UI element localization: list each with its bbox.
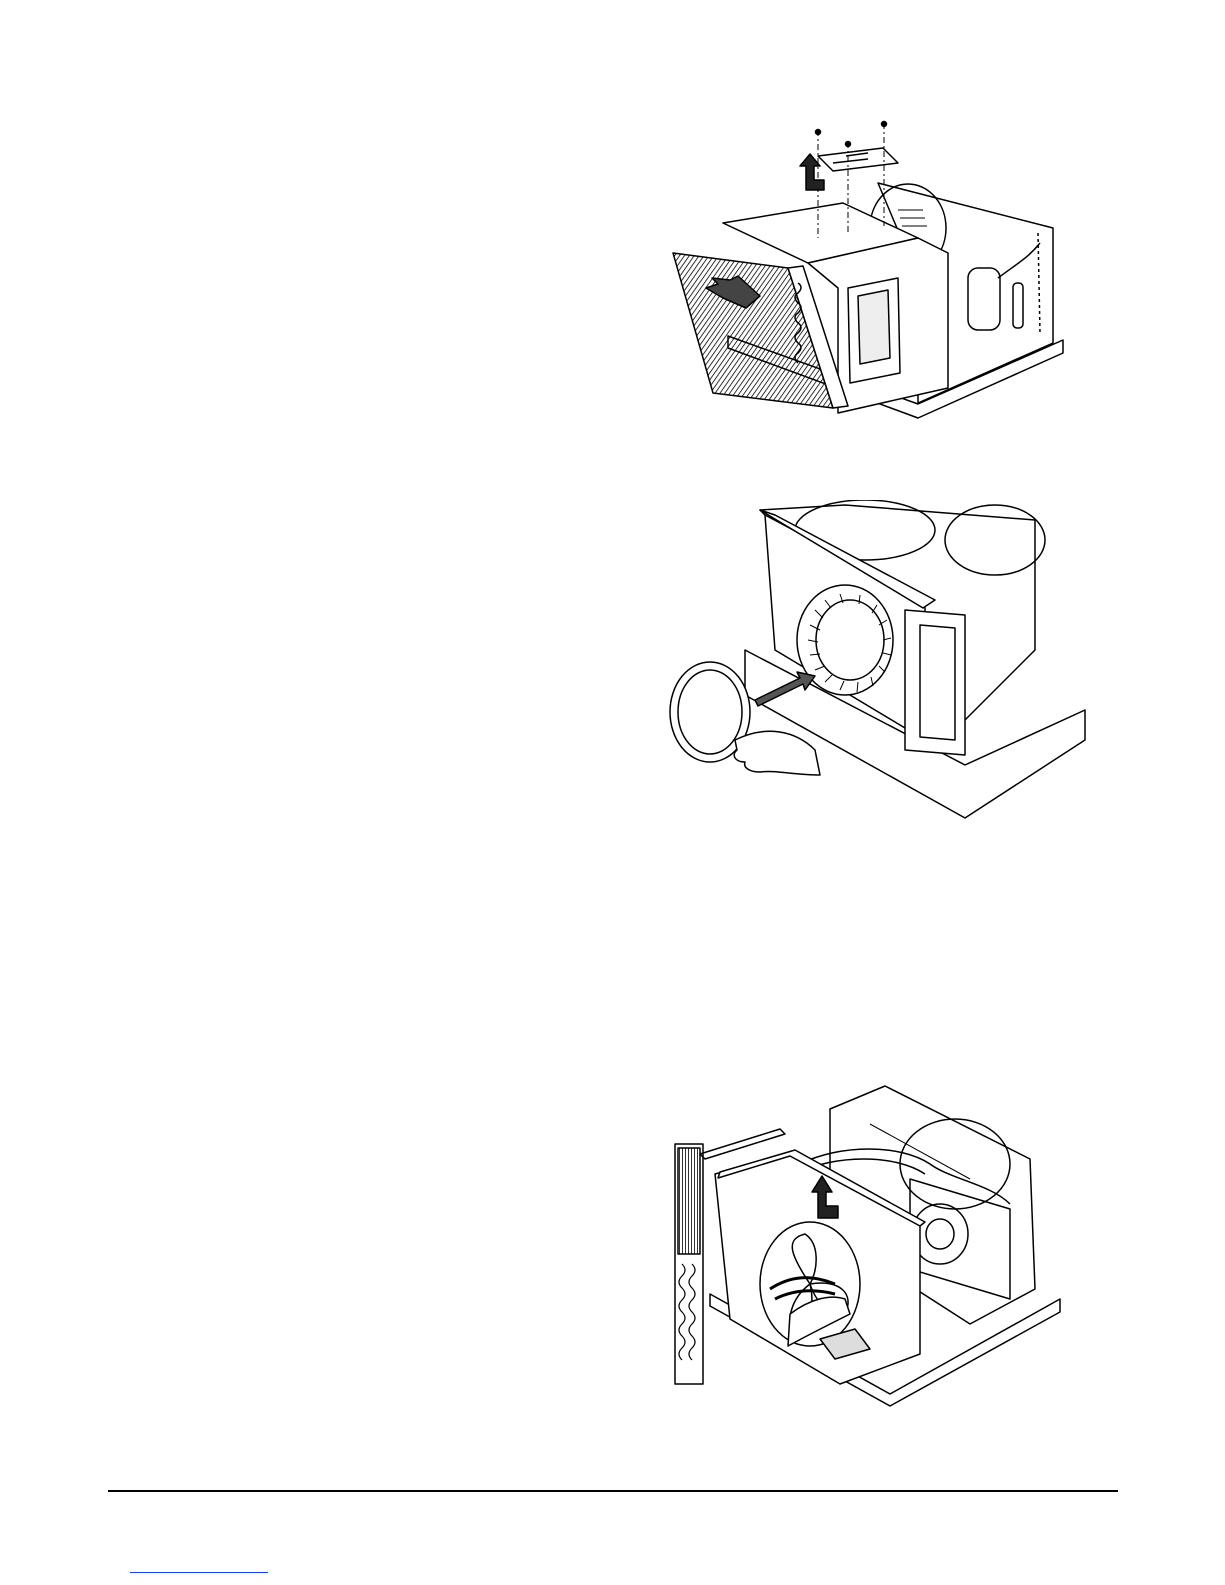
figure-condenser-shroud-removal: [670, 1084, 1070, 1414]
condenser-shroud-drawing: [670, 1084, 1070, 1414]
figure-evaporator-removal: [668, 118, 1068, 430]
footer-link-underline[interactable]: [130, 1572, 268, 1573]
blower-removal-drawing: [665, 500, 1115, 822]
figure-blower-removal: [665, 500, 1115, 822]
footer-rule: [108, 1490, 1118, 1492]
evaporator-removal-drawing: [668, 118, 1068, 430]
